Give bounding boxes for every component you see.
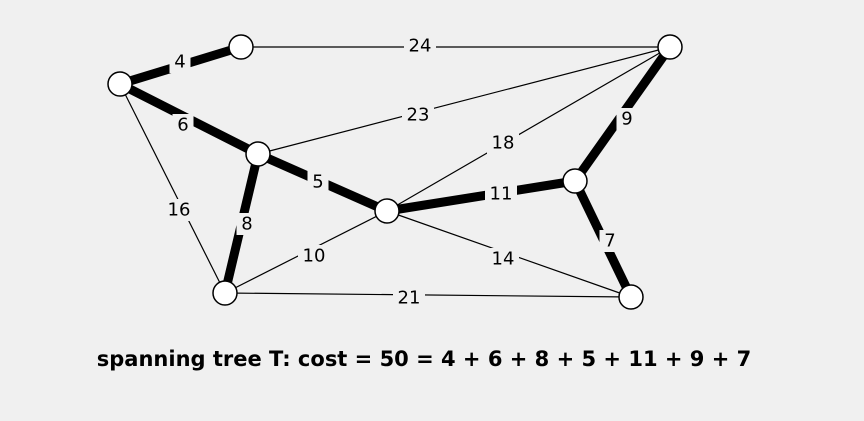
edge-weight-label: 6	[177, 115, 188, 136]
edge-label-background	[236, 213, 258, 235]
edge-labels-layer: 4 24 6 23 18 9 5 11 16 8 10 14 7 21	[163, 35, 638, 309]
edge-g-h	[224, 292, 632, 298]
edge-weight-label: 24	[409, 36, 432, 57]
vertex-d	[245, 141, 271, 167]
vertex-g	[212, 280, 238, 306]
edge-label-background	[172, 114, 194, 136]
edge-label-background	[485, 183, 517, 205]
edge-weight-label: 21	[398, 288, 421, 309]
vertex-a	[228, 34, 254, 60]
edge-label-background	[599, 230, 621, 252]
vertices-layer	[107, 34, 683, 310]
edge-label-background	[298, 245, 330, 267]
edge-label-background	[402, 104, 434, 126]
edge-weight-label: 9	[621, 109, 632, 130]
edge-label-background	[487, 132, 519, 154]
edge-label-background	[169, 51, 191, 73]
edge-weight-label: 23	[407, 105, 430, 126]
edge-e-f-tree	[386, 176, 576, 216]
edge-e-c	[386, 46, 671, 212]
edge-label-background	[404, 35, 436, 57]
caption: spanning tree T: cost = 50 = 4 + 6 + 8 +…	[97, 347, 751, 371]
edge-weight-label: 18	[492, 133, 515, 154]
edge-weight-label: 8	[241, 214, 252, 235]
edge-weight-label: 7	[604, 231, 615, 252]
vertex-b	[107, 71, 133, 97]
edge-weight-label: 5	[312, 172, 323, 193]
edge-weight-label: 14	[492, 249, 515, 270]
edge-d-c	[257, 46, 671, 155]
edge-b-g	[119, 83, 226, 294]
edge-label-background	[307, 171, 329, 193]
vertex-e	[374, 198, 400, 224]
edges-layer	[117, 42, 674, 299]
edge-weight-label: 16	[168, 200, 191, 221]
edge-label-background	[393, 287, 425, 309]
vertex-h	[618, 284, 644, 310]
vertex-f	[562, 168, 588, 194]
edge-weight-label: 4	[174, 52, 185, 73]
edge-label-background	[616, 108, 638, 130]
edge-weight-label: 11	[490, 184, 513, 205]
vertex-c	[657, 34, 683, 60]
edge-weight-label: 10	[303, 246, 326, 267]
edge-label-background	[163, 199, 195, 221]
edge-label-background	[487, 248, 519, 270]
